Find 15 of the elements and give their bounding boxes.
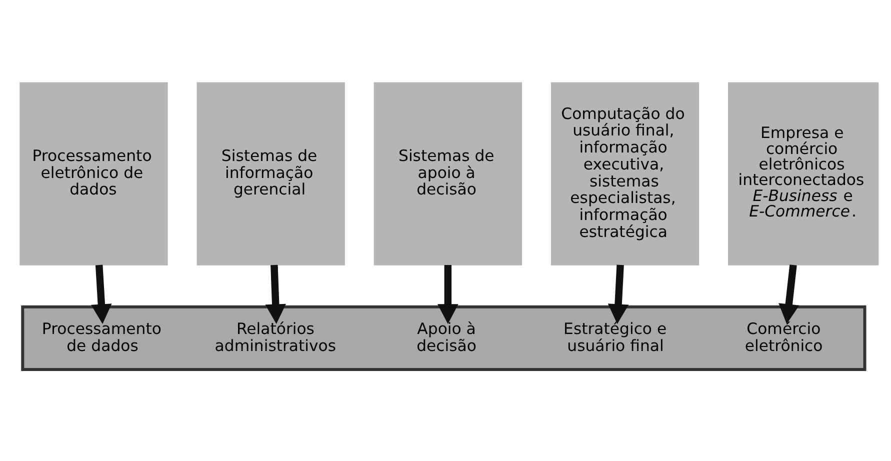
- node-box: Computação do usuário final, informação executiva, sistemas especialistas, informação estratégica: [550, 82, 700, 265]
- arrow: [265, 264, 286, 324]
- node-text: Apoio à decisão: [416, 318, 476, 354]
- node-box: Sistemas de informação gerencial: [196, 82, 345, 265]
- node-text: Comércio eletrônico: [744, 318, 823, 354]
- node-text: Estratégico e usuário final: [564, 318, 667, 354]
- node-box: Sistemas de apoio à decisão: [374, 82, 522, 265]
- node-box: Processamento eletrônico de dados: [20, 82, 168, 265]
- node-text: Processamento de dados: [42, 318, 162, 354]
- arrow: [778, 264, 800, 324]
- node-box: Empresa e comércio eletrônicos interconectados E-Business e E-Commerce.: [728, 82, 879, 265]
- arrow: [608, 264, 629, 324]
- arrow: [438, 264, 458, 324]
- node-text: Relatórios administrativos: [214, 318, 336, 354]
- arrow: [91, 264, 112, 324]
